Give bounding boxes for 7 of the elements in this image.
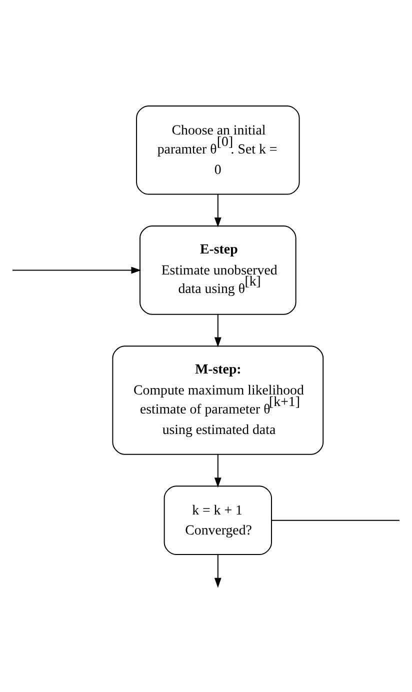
arrow (214, 193, 222, 227)
connector (271, 519, 400, 520)
arrow (214, 314, 222, 347)
node-box: k = k + 1 Converged? (164, 485, 272, 555)
arrow (12, 266, 142, 274)
arrow (214, 453, 222, 488)
arrow (214, 554, 222, 588)
